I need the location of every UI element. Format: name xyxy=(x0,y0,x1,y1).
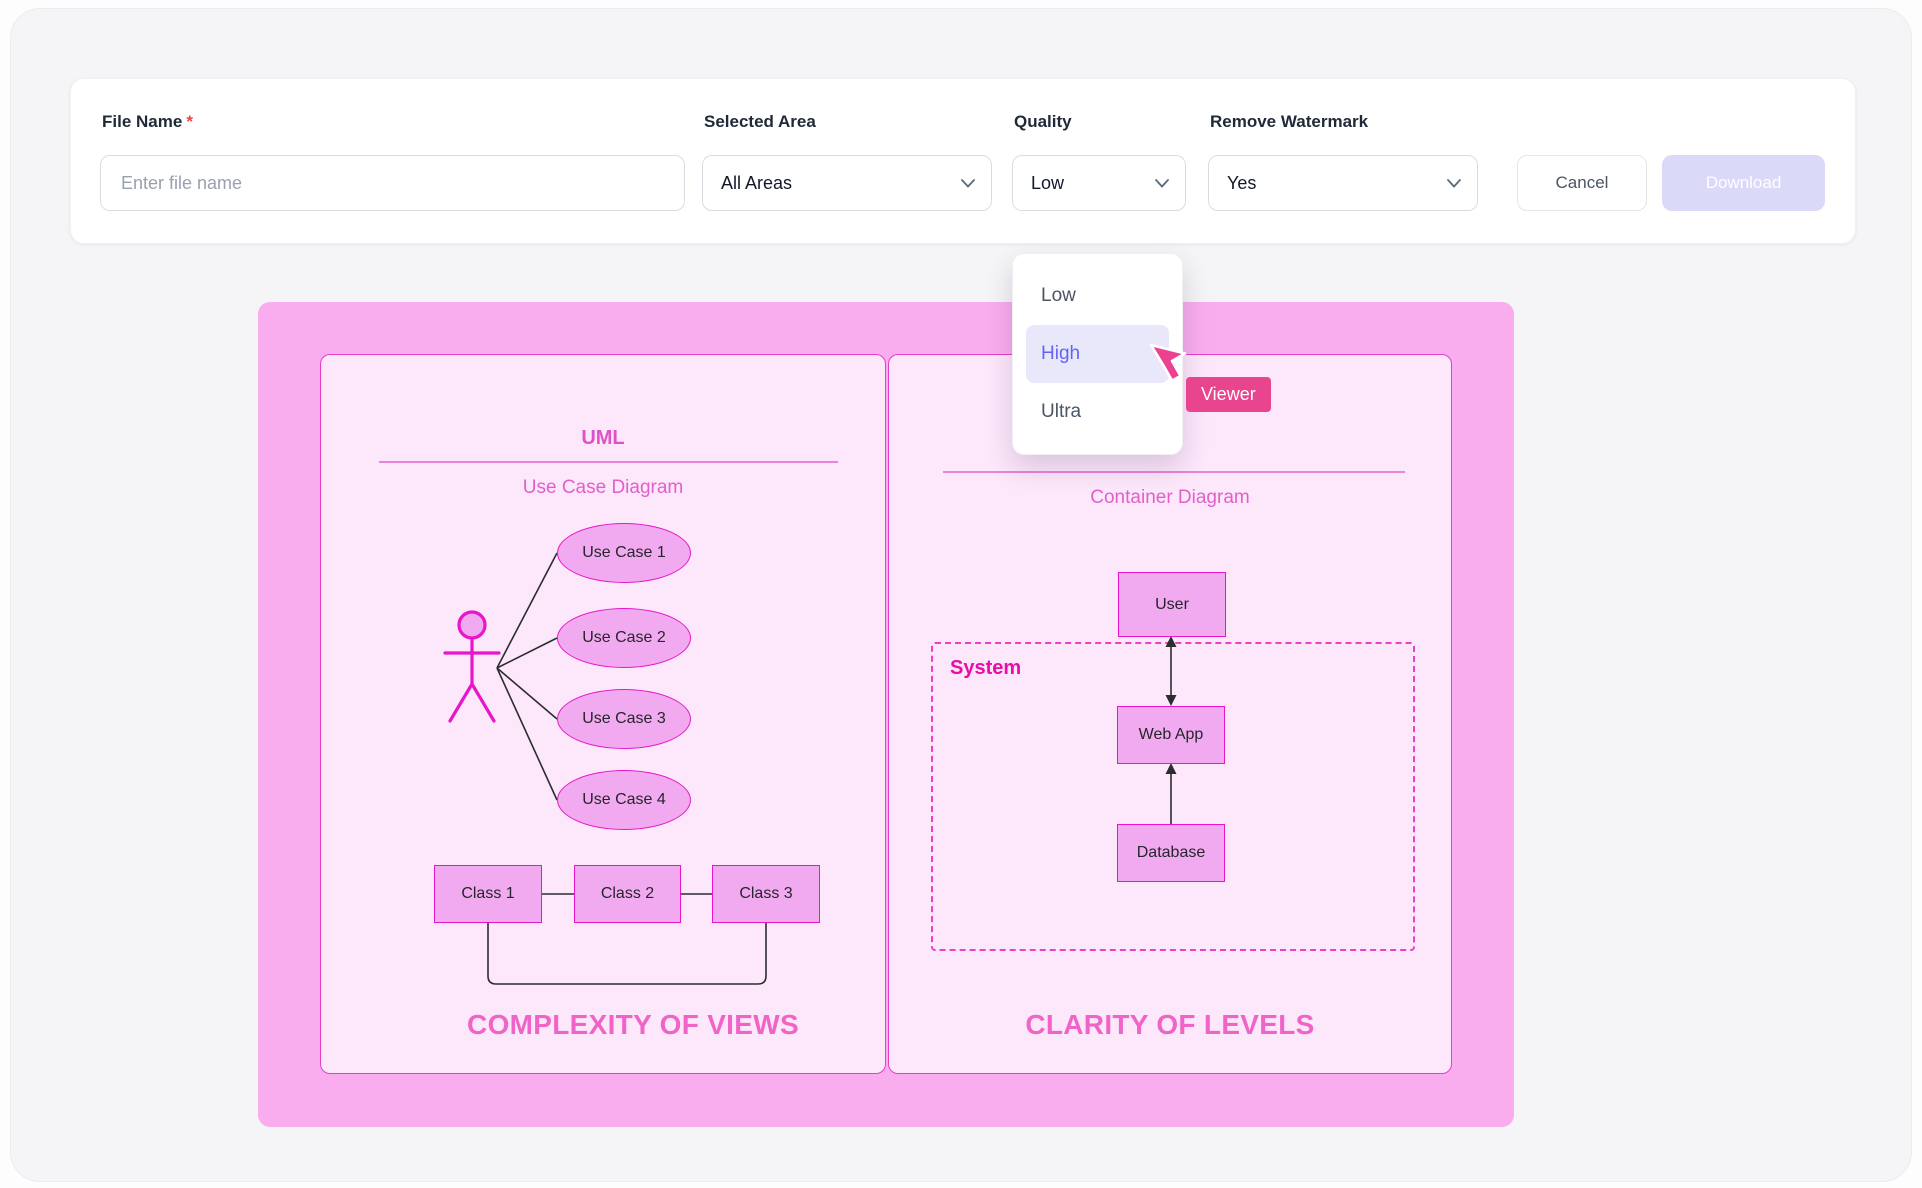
file-name-field-group: File Name* xyxy=(100,79,685,243)
page-card: File Name* Selected Area All Areas Quali… xyxy=(10,8,1912,1182)
quality-option-ultra[interactable]: Ultra xyxy=(1041,401,1082,422)
web-app-node: Web App xyxy=(1117,706,1225,764)
use-case-node: Use Case 4 xyxy=(557,770,691,830)
quality-value: Low xyxy=(1031,172,1065,193)
cancel-button[interactable]: Cancel xyxy=(1517,155,1647,211)
database-node: Database xyxy=(1117,824,1225,882)
chevron-down-icon xyxy=(961,179,975,188)
file-name-label-text: File Name xyxy=(102,112,183,131)
remove-watermark-value: Yes xyxy=(1227,172,1257,193)
use-case-node: Use Case 2 xyxy=(557,608,691,668)
uml-panel: UML Use Case Diagram xyxy=(320,354,886,1074)
uml-panel-subtitle: Use Case Diagram xyxy=(522,477,684,498)
selected-area-select[interactable]: All Areas xyxy=(702,155,992,211)
right-panel-caption: CLARITY OF LEVELS xyxy=(1025,1009,1315,1040)
viewer-cursor-badge: Viewer xyxy=(1186,377,1271,412)
container-panel: Container Diagram System User Web App xyxy=(888,354,1452,1074)
class-node: Class 3 xyxy=(712,865,820,923)
selected-area-label: Selected Area xyxy=(704,112,816,131)
class-node: Class 1 xyxy=(434,865,542,923)
file-name-input-wrapper xyxy=(100,155,685,211)
export-toolbar: File Name* Selected Area All Areas Quali… xyxy=(70,78,1856,244)
quality-option-low[interactable]: Low xyxy=(1041,285,1076,306)
chevron-down-icon xyxy=(1447,179,1461,188)
cursor-pointer-icon xyxy=(1149,343,1187,382)
user-node: User xyxy=(1118,572,1226,637)
file-name-input[interactable] xyxy=(119,171,666,195)
selected-area-value: All Areas xyxy=(721,172,793,193)
container-panel-subtitle: Container Diagram xyxy=(1090,487,1250,508)
quality-dropdown-menu: Low High Ultra xyxy=(1012,253,1183,455)
container-title-divider xyxy=(943,471,1405,473)
quality-option-high[interactable]: High xyxy=(1026,325,1169,383)
quality-field-group: Quality Low xyxy=(1012,79,1186,243)
download-button[interactable]: Download xyxy=(1662,155,1825,211)
file-name-label: File Name* xyxy=(102,112,193,132)
class-node: Class 2 xyxy=(574,865,681,923)
uml-title-divider xyxy=(379,461,838,463)
quality-label: Quality xyxy=(1014,112,1072,131)
selected-area-field-group: Selected Area All Areas xyxy=(702,79,992,243)
uml-panel-title: UML xyxy=(581,427,625,449)
required-asterisk: * xyxy=(186,112,193,131)
remove-watermark-field-group: Remove Watermark Yes xyxy=(1208,79,1478,243)
quality-select[interactable]: Low xyxy=(1012,155,1186,211)
left-panel-caption: COMPLEXITY OF VIEWS xyxy=(467,1009,799,1040)
system-label: System xyxy=(950,657,1022,679)
remove-watermark-label: Remove Watermark xyxy=(1210,112,1369,131)
remove-watermark-select[interactable]: Yes xyxy=(1208,155,1478,211)
use-case-node: Use Case 1 xyxy=(557,523,691,583)
use-case-node: Use Case 3 xyxy=(557,689,691,749)
chevron-down-icon xyxy=(1155,179,1169,188)
actor-icon xyxy=(443,610,501,723)
diagram-preview: UML Use Case Diagram xyxy=(258,302,1514,1127)
system-boundary xyxy=(931,642,1415,951)
